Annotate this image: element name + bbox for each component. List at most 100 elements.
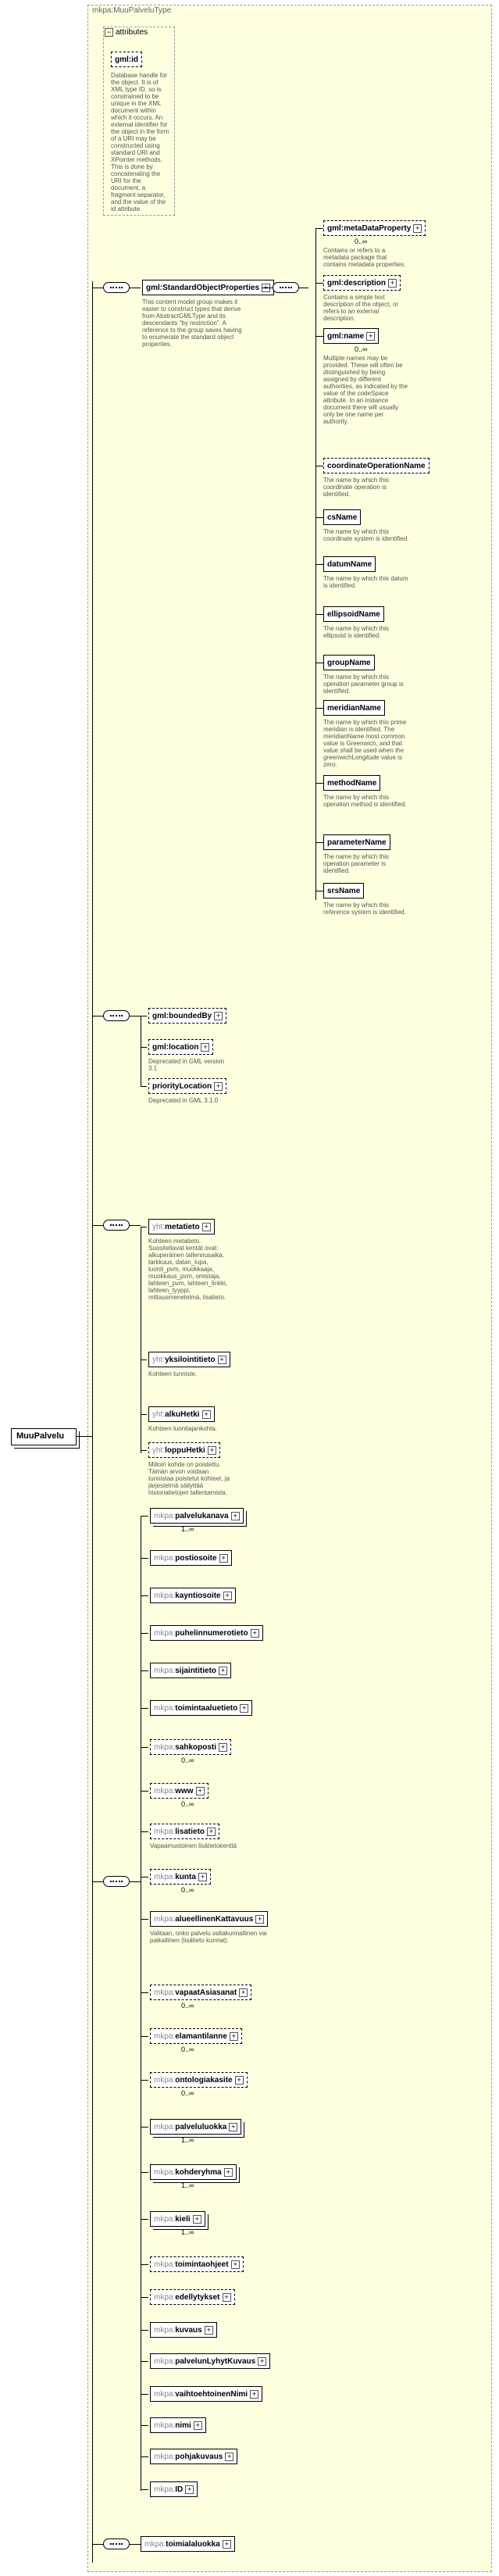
element-box[interactable]: srsName: [323, 883, 365, 899]
element-box[interactable]: mkpa:kunta+: [150, 1869, 211, 1885]
element-box[interactable]: mkpa:elamantilanne+: [150, 2028, 242, 2044]
element-box[interactable]: mkpa:nimi+: [150, 2417, 206, 2433]
expand-icon[interactable]: +: [219, 1553, 228, 1563]
element-box[interactable]: mkpa:toimintaaluetieto+: [150, 1700, 253, 1716]
element-box[interactable]: mkpa:edellytykset+: [150, 2289, 235, 2305]
expand-icon[interactable]: +: [185, 2485, 194, 2494]
sequence-compositor[interactable]: [103, 1220, 130, 1231]
element-box[interactable]: yht:loppuHetki+: [148, 1442, 220, 1458]
element-box[interactable]: mkpa:www+: [150, 1783, 209, 1799]
expand-icon[interactable]: +: [413, 223, 422, 233]
element-box[interactable]: gml:location+: [148, 1039, 214, 1055]
expand-icon[interactable]: +: [201, 1222, 211, 1231]
element-box[interactable]: priorityLocation+: [148, 1078, 227, 1094]
element-box[interactable]: mkpa:alueellinenKattavuus+: [150, 1911, 269, 1927]
root-element[interactable]: MuuPalvelu: [11, 1428, 77, 1445]
expand-icon[interactable]: +: [234, 2075, 244, 2085]
element-box[interactable]: mkpa:vapaatAsiasanat+: [150, 1985, 252, 2000]
element-box[interactable]: mkpa:pohjakuvaus+: [150, 2449, 238, 2464]
element-box[interactable]: meridianName: [323, 700, 385, 716]
expand-icon[interactable]: +: [230, 1511, 240, 1520]
expand-icon[interactable]: +: [250, 2389, 259, 2399]
collapse-icon[interactable]: −: [105, 28, 113, 37]
element-box[interactable]: gml:StandardObjectProperties+: [142, 280, 275, 295]
element-box[interactable]: mkpa:lisatieto+: [150, 1824, 220, 1839]
expand-icon[interactable]: +: [222, 2292, 231, 2302]
expand-icon[interactable]: +: [201, 1042, 210, 1052]
expand-icon[interactable]: +: [207, 1445, 216, 1455]
element-box[interactable]: coordinateOperationName: [323, 458, 429, 473]
element-box[interactable]: yht:alkuHetki+: [148, 1406, 215, 1422]
element-box[interactable]: mkpa:toimintaohjeet+: [150, 2256, 244, 2272]
expand-icon[interactable]: +: [258, 2356, 267, 2366]
element-name: kohderyhma: [175, 2168, 222, 2177]
element-box[interactable]: mkpa:postiosoite+: [150, 1550, 232, 1566]
element-box[interactable]: mkpa:toimialaluokka+: [141, 2536, 235, 2552]
element-box[interactable]: gml:metaDataProperty+: [323, 220, 426, 236]
expand-icon[interactable]: +: [229, 2031, 238, 2041]
element-box[interactable]: mkpa:puhelinnumerotieto+: [150, 1625, 263, 1641]
attributes-title[interactable]: −attributes: [105, 28, 148, 37]
expand-icon[interactable]: +: [214, 1081, 223, 1091]
expand-icon[interactable]: +: [366, 331, 376, 341]
element-box[interactable]: datumName: [323, 556, 376, 572]
expand-icon[interactable]: +: [219, 1666, 228, 1675]
element-box[interactable]: yht:yksilointitieto+: [148, 1352, 230, 1367]
expand-icon[interactable]: +: [229, 2122, 238, 2131]
expand-icon[interactable]: +: [207, 1827, 216, 1836]
expand-icon[interactable]: +: [223, 1591, 232, 1600]
element-prefix: mkpa:: [154, 1743, 176, 1752]
expand-icon[interactable]: +: [198, 1872, 207, 1881]
attribute-gml-id[interactable]: gml:id: [111, 52, 142, 67]
expand-icon[interactable]: +: [240, 1703, 249, 1713]
element-box[interactable]: mkpa:kuvaus+: [150, 2322, 217, 2338]
connector: [315, 783, 323, 784]
element-box[interactable]: gml:description+: [323, 275, 401, 291]
element-box[interactable]: csName: [323, 509, 362, 525]
expand-icon[interactable]: +: [214, 1011, 223, 1020]
element-prefix: mkpa:: [154, 2293, 176, 2302]
expand-icon[interactable]: +: [219, 1742, 228, 1752]
expand-icon[interactable]: +: [239, 1988, 248, 1997]
expand-icon[interactable]: +: [201, 1409, 211, 1419]
expand-icon[interactable]: +: [388, 278, 397, 288]
expand-icon[interactable]: +: [223, 2167, 233, 2177]
sequence-compositor[interactable]: [103, 282, 130, 293]
element-box[interactable]: mkpa:sahkoposti+: [150, 1739, 232, 1755]
element-box[interactable]: groupName: [323, 655, 375, 670]
element-box[interactable]: ellipsoidName: [323, 606, 384, 622]
sequence-compositor[interactable]: [103, 2538, 130, 2549]
expand-icon[interactable]: +: [204, 2325, 213, 2335]
element-box[interactable]: mkpa:palvelunLyhytKuvaus+: [150, 2353, 271, 2369]
element-box[interactable]: gml:boundedBy+: [148, 1008, 227, 1024]
expand-icon[interactable]: +: [222, 2539, 231, 2549]
expand-icon[interactable]: +: [193, 2421, 202, 2430]
element-box[interactable]: mkpa:vaihtoehtoinenNimi+: [150, 2386, 263, 2402]
sequence-compositor[interactable]: [103, 1876, 130, 1887]
element-box[interactable]: mkpa:ontologiakasite+: [150, 2072, 248, 2088]
element-name: coordinateOperationName: [327, 462, 426, 470]
element-box[interactable]: mkpa:sijaintitieto+: [150, 1663, 232, 1678]
element-box[interactable]: methodName: [323, 775, 381, 791]
element-box[interactable]: mkpa:palveluluokka+: [150, 2119, 242, 2135]
expand-icon[interactable]: +: [230, 2260, 240, 2269]
expand-icon[interactable]: +: [195, 1786, 205, 1795]
element-box[interactable]: mkpa:kohderyhma+: [150, 2164, 237, 2180]
element-box[interactable]: mkpa:palvelukanava+: [150, 1508, 244, 1524]
element-box[interactable]: mkpa:kieli+: [150, 2211, 205, 2227]
expand-icon[interactable]: +: [192, 2214, 201, 2224]
element-box[interactable]: parameterName: [323, 834, 390, 850]
expand-icon[interactable]: +: [255, 1914, 265, 1924]
expand-icon[interactable]: +: [250, 1628, 259, 1638]
sequence-compositor[interactable]: [103, 1010, 130, 1021]
element-box[interactable]: mkpa:ID+: [150, 2481, 198, 2497]
connector: [141, 2297, 148, 2298]
expand-icon[interactable]: +: [217, 1355, 226, 1364]
expand-icon[interactable]: +: [225, 2452, 234, 2461]
element-doc: The name by which this operation paramet…: [323, 673, 404, 695]
sequence-compositor[interactable]: [273, 282, 299, 293]
element-box[interactable]: gml:name+: [323, 328, 380, 344]
connector: [130, 1881, 141, 1882]
element-box[interactable]: yht:metatieto+: [148, 1219, 215, 1234]
element-box[interactable]: mkpa:kayntiosoite+: [150, 1588, 236, 1603]
